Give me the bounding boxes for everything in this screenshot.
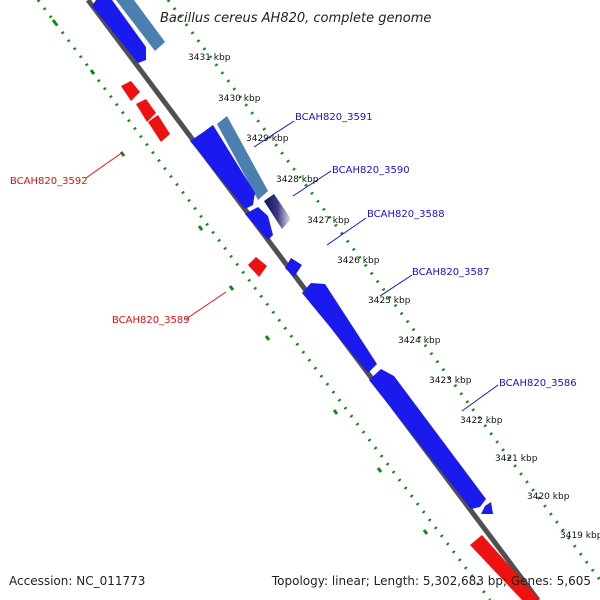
gene-label-bcah820-3589[interactable]: BCAH820_3589 <box>112 315 190 326</box>
callout-lines <box>85 120 499 412</box>
tick-label: 3420 kbp <box>527 492 570 502</box>
forward-gene-top-1[interactable] <box>92 0 146 63</box>
reverse-gene-3592-a[interactable] <box>121 81 140 101</box>
forward-genes[interactable] <box>92 0 493 514</box>
forward-gene-3590[interactable] <box>264 194 291 229</box>
gene-labels[interactable]: BCAH820_3591 BCAH820_3590 BCAH820_3588 B… <box>10 112 577 389</box>
gene-label-bcah820-3591[interactable]: BCAH820_3591 <box>295 112 373 123</box>
scale-line-left <box>36 0 492 600</box>
tick-label: 3430 kbp <box>218 94 261 104</box>
reverse-gene-bottom[interactable] <box>470 535 540 600</box>
tick-label: 3428 kbp <box>276 175 319 185</box>
tick-labels: 3431 kbp 3430 kbp 3429 kbp 3428 kbp 3427… <box>188 53 600 541</box>
forward-gene-tiny[interactable] <box>481 502 493 514</box>
forward-gene-3587-small[interactable] <box>285 258 302 277</box>
tick-label: 3419 kbp <box>560 531 600 541</box>
forward-gene-3588[interactable] <box>245 207 273 240</box>
gene-label-bcah820-3586[interactable]: BCAH820_3586 <box>499 378 577 389</box>
forward-gene-3586[interactable] <box>369 369 486 509</box>
forward-gene-3591[interactable] <box>190 125 255 209</box>
tick-label: 3424 kbp <box>398 336 441 346</box>
scale-line-left-major-ticks <box>51 19 429 535</box>
reverse-gene-3589[interactable] <box>248 257 267 277</box>
reverse-genes[interactable] <box>121 81 540 600</box>
gene-label-bcah820-3592[interactable]: BCAH820_3592 <box>10 176 88 187</box>
map-title: Bacillus cereus AH820, complete genome <box>160 11 431 26</box>
scale-line-right <box>166 0 600 581</box>
gene-label-bcah820-3588[interactable]: BCAH820_3588 <box>367 209 445 220</box>
accession-text: Accession: NC_011773 <box>9 574 145 588</box>
gene-label-bcah820-3590[interactable]: BCAH820_3590 <box>332 165 410 176</box>
tick-label: 3431 kbp <box>188 53 231 63</box>
tick-label: 3423 kbp <box>429 376 472 386</box>
tick-label: 3425 kbp <box>368 296 411 306</box>
forward-gene-3591-pale[interactable] <box>217 116 268 200</box>
tick-label: 3426 kbp <box>337 256 380 266</box>
tick-label: 3422 kbp <box>460 416 503 426</box>
forward-gene-top-pale[interactable] <box>116 0 165 51</box>
tick-label: 3421 kbp <box>495 454 538 464</box>
tick-label: 3429 kbp <box>246 134 289 144</box>
reverse-gene-3592-b[interactable] <box>136 99 156 122</box>
gene-label-bcah820-3587[interactable]: BCAH820_3587 <box>412 267 490 278</box>
tick-label: 3427 kbp <box>307 216 350 226</box>
reverse-gene-3592-c[interactable] <box>148 115 170 142</box>
forward-gene-3587[interactable] <box>302 283 377 373</box>
genome-summary-text: Topology: linear; Length: 5,302,683 bp; … <box>271 574 591 588</box>
